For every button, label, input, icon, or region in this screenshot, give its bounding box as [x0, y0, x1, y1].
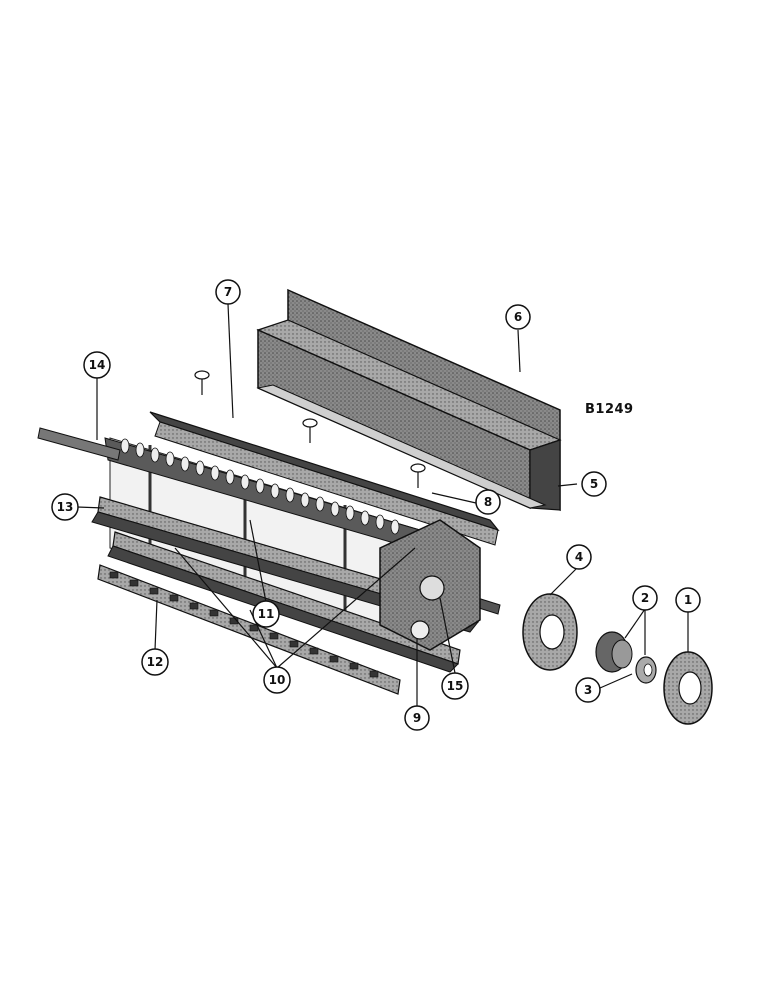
- figure-code: B1249: [585, 402, 634, 417]
- callout-label: 4: [575, 550, 583, 564]
- callout-label: 6: [514, 310, 522, 324]
- callout-label: 13: [57, 500, 74, 514]
- callout-label: 12: [147, 655, 164, 669]
- rasp-bar-lower: [107, 531, 461, 673]
- callout-label: 9: [413, 711, 421, 725]
- callout-label: 10: [269, 673, 286, 687]
- callout-label: 8: [484, 495, 492, 509]
- bearing-part-2: [595, 631, 657, 684]
- callout-6: 6: [505, 304, 531, 330]
- callout-4: 4: [566, 544, 592, 570]
- flange-part-4: [522, 593, 578, 671]
- rasp-bar-part-7: [149, 411, 500, 546]
- callout-3: 3: [575, 677, 601, 703]
- callout-label: 15: [447, 679, 464, 693]
- callout-5: 5: [581, 471, 607, 497]
- callout-label: 7: [224, 285, 232, 299]
- callout-label: 11: [258, 607, 275, 621]
- callout-8: 8: [475, 489, 501, 515]
- callout-7: 7: [215, 279, 241, 305]
- callout-14: 14: [83, 351, 111, 379]
- end-spider-plate: [379, 519, 481, 651]
- callout-1: 1: [675, 587, 701, 613]
- callout-13: 13: [51, 493, 79, 521]
- rasp-bar-part-12: [97, 564, 401, 695]
- callout-15: 15: [441, 672, 469, 700]
- leader-lines: [76, 303, 689, 706]
- callout-label: 2: [641, 591, 649, 605]
- flange-part-1: [663, 651, 713, 725]
- bolt-part-8: [194, 370, 426, 488]
- callout-label: 14: [89, 358, 106, 372]
- callout-11: 11: [252, 600, 280, 628]
- callout-label: 5: [590, 477, 598, 491]
- channel-part-6: [256, 288, 562, 512]
- callout-2: 2: [632, 585, 658, 611]
- callout-12: 12: [141, 648, 169, 676]
- callout-10: 10: [263, 666, 291, 694]
- callout-label: 1: [684, 593, 692, 607]
- callout-label: 3: [584, 683, 592, 697]
- callout-9: 9: [404, 705, 430, 731]
